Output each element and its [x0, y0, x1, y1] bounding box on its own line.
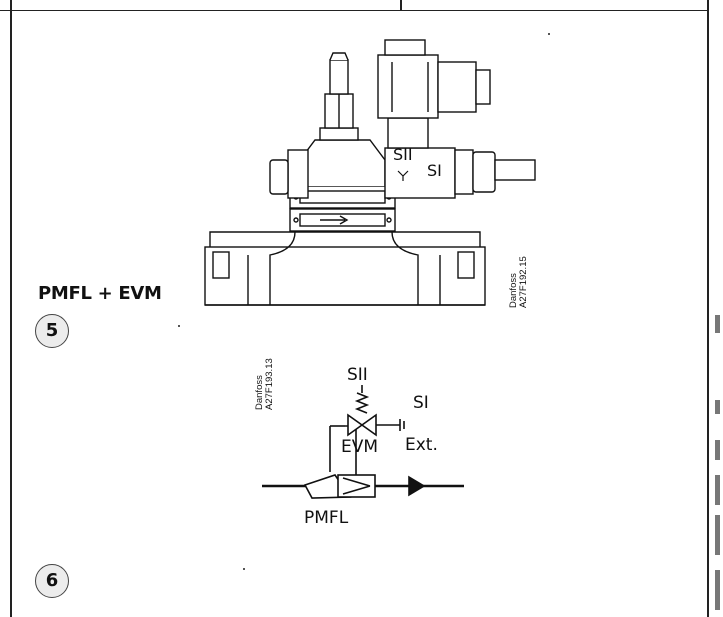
frame-tick [400, 0, 402, 10]
schematic-si-label: SI [413, 393, 429, 413]
evm-valve-right [360, 413, 377, 437]
valve-base-body [204, 246, 486, 306]
frame-tick [10, 0, 12, 10]
pmfl-diagonal [342, 485, 371, 495]
page-frame-left [10, 10, 12, 617]
evm-valve-left [347, 413, 364, 437]
page-frame-top [0, 0, 708, 11]
port-symbol [397, 170, 409, 181]
side-nut-left [269, 159, 289, 195]
schematic-sii-label: SII [347, 365, 368, 385]
base-right-curve [391, 231, 419, 305]
step-number-badge: 5 [35, 314, 69, 348]
evm-spring [354, 392, 370, 414]
coil-top [384, 39, 426, 56]
flow-direction-arrow [408, 475, 426, 497]
schematic-ext-label: Ext. [405, 435, 438, 455]
base-flange [209, 231, 481, 247]
connector [437, 61, 477, 113]
speck [548, 33, 550, 35]
margin-marks [714, 300, 722, 617]
stem-top [329, 52, 349, 61]
figure-title: PMFL + EVM [38, 283, 162, 304]
page-frame-right [707, 0, 709, 617]
step-number-badge: 6 [35, 564, 69, 598]
base-left-curve [269, 231, 296, 305]
schematic-pmfl-label: PMFL [304, 508, 349, 528]
screw [293, 217, 299, 223]
flow-arrow [320, 215, 349, 225]
screw [386, 217, 392, 223]
coil-neck [387, 117, 429, 149]
evm-pipe [494, 159, 536, 181]
drawing1-si-label: SI [427, 161, 442, 180]
drawing2-code: Danfoss A27F193.13 [254, 358, 275, 410]
evm-body [384, 147, 456, 199]
bolt-left [212, 251, 230, 279]
cable-gland [475, 69, 491, 105]
speck [243, 568, 245, 570]
speck [178, 325, 180, 327]
schematic-evm-label: EVM [341, 437, 379, 457]
bolt-right [457, 251, 475, 279]
pmfl-diagonal [342, 477, 371, 487]
drawing1-sii-label: SII [393, 145, 413, 164]
